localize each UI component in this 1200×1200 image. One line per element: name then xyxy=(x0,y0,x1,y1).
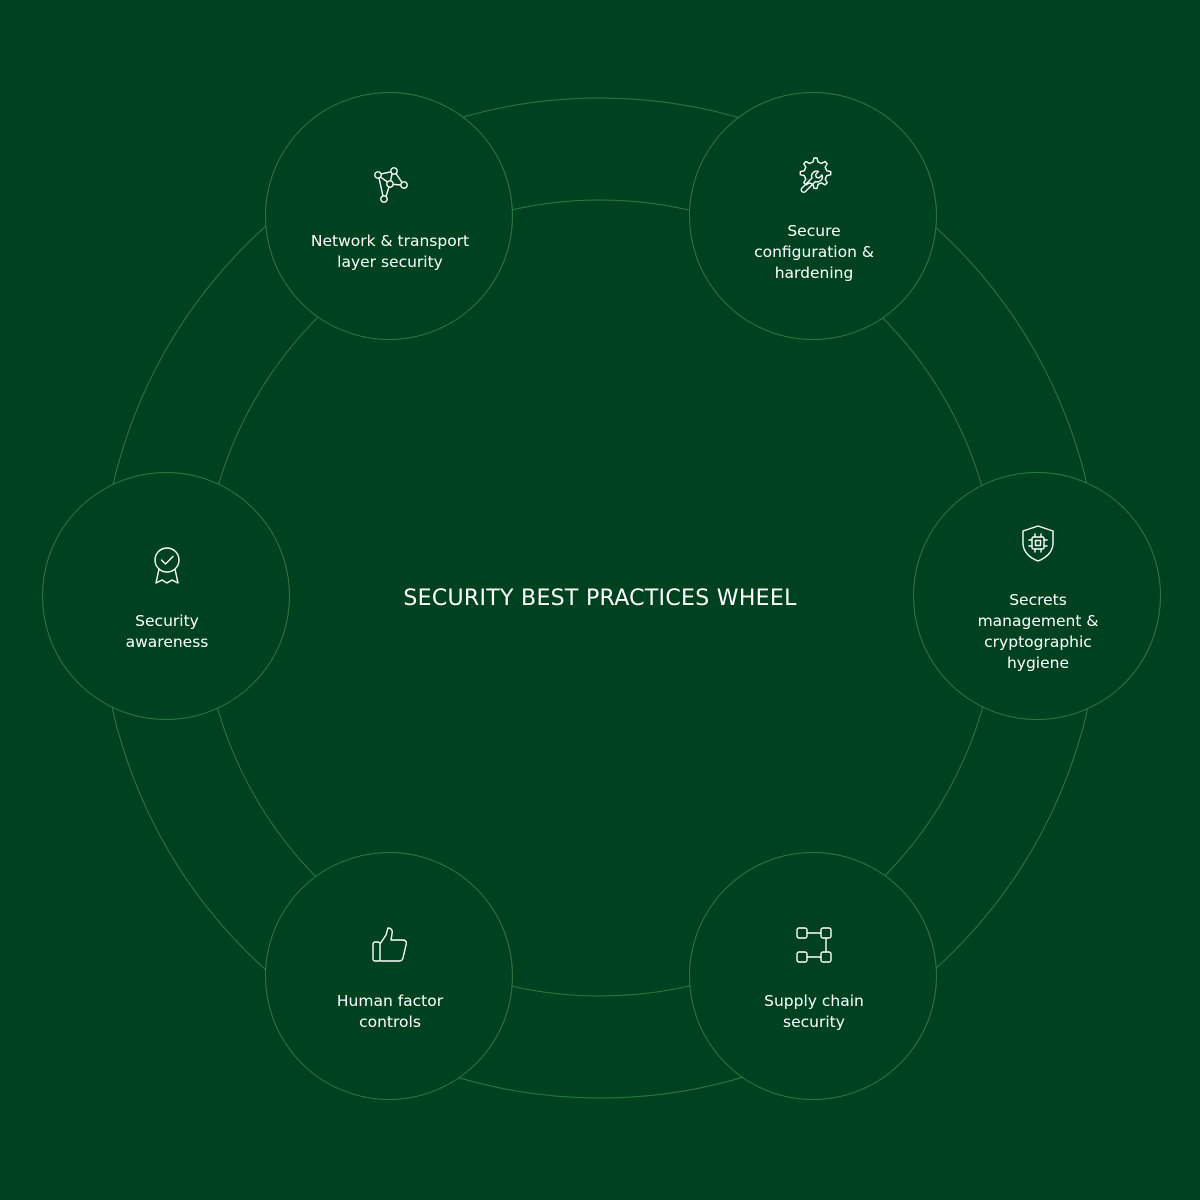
gear-wrench-icon xyxy=(794,155,834,195)
node-label: Supply chain security xyxy=(764,992,864,1031)
wheel-title: SECURITY BEST PRACTICES WHEEL xyxy=(403,586,797,611)
node-label: Secrets management & cryptographic hygie… xyxy=(977,591,1099,672)
node-secrets-management: Secrets management & cryptographic hygie… xyxy=(913,472,1161,720)
node-label: Security awareness xyxy=(125,612,209,651)
thumbs-up-icon xyxy=(370,925,410,965)
node-secure-configuration: Secure configuration & hardening xyxy=(689,92,937,340)
node-network-transport-security: Network & transport layer security xyxy=(265,92,513,340)
node-label: Network & transport layer security xyxy=(310,232,470,271)
node-supply-chain-security: Supply chain security xyxy=(689,852,937,1100)
shield-chip-icon xyxy=(1018,523,1058,563)
node-human-factor-controls: Human factor controls xyxy=(265,852,513,1100)
node-label: Human factor controls xyxy=(336,992,444,1031)
node-security-awareness: Security awareness xyxy=(42,472,290,720)
network-nodes-icon xyxy=(370,165,410,205)
award-badge-icon xyxy=(147,545,187,585)
node-label: Secure configuration & hardening xyxy=(754,222,874,282)
connected-boxes-icon xyxy=(794,925,834,965)
